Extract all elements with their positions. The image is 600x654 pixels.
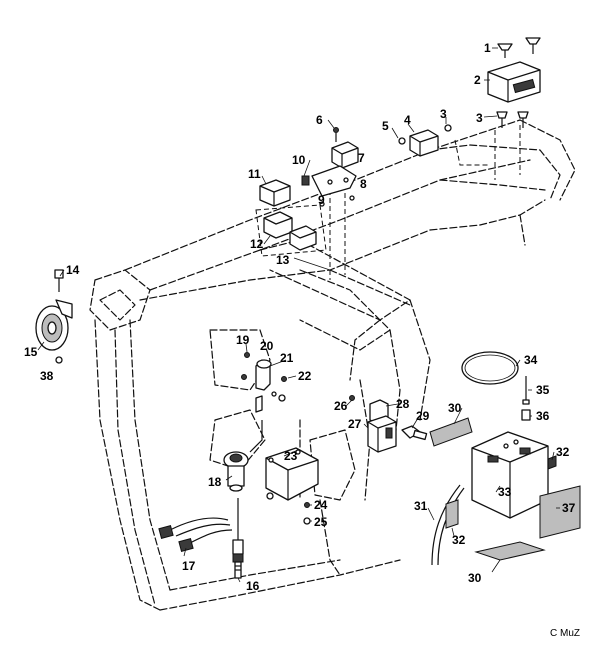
screw-part-1 bbox=[497, 37, 541, 58]
connector-part-17 bbox=[158, 517, 233, 552]
horn-part-15 bbox=[35, 299, 73, 351]
callout-24: 24 bbox=[314, 498, 328, 512]
vent-hose-part-31 bbox=[431, 484, 465, 566]
screw-part-14 bbox=[54, 269, 64, 292]
callout-10: 10 bbox=[292, 153, 306, 167]
callout-29: 29 bbox=[416, 409, 430, 423]
callout-36: 36 bbox=[536, 409, 550, 423]
relay-part-4 bbox=[409, 129, 439, 157]
screw-part-5 bbox=[398, 137, 406, 145]
callout-17: 17 bbox=[182, 559, 196, 573]
callout-15: 15 bbox=[24, 345, 38, 359]
screw-part-24 bbox=[303, 502, 311, 525]
callout-7: 7 bbox=[358, 151, 365, 165]
rubber-band-part-34 bbox=[461, 351, 519, 385]
callout-3: 3 bbox=[476, 111, 483, 125]
leader-lines bbox=[37, 47, 560, 583]
flasher-part-7 bbox=[331, 141, 359, 169]
callout-1: 1 bbox=[484, 41, 491, 55]
motorcycle-frame bbox=[89, 119, 576, 611]
cdi-unit-part-23 bbox=[265, 447, 319, 501]
callout-26: 26 bbox=[334, 399, 348, 413]
callout-9: 9 bbox=[318, 193, 325, 207]
callout-32: 32 bbox=[556, 445, 570, 459]
callout-8: 8 bbox=[360, 177, 367, 191]
callout-3: 3 bbox=[440, 107, 447, 121]
bracket-part-8 bbox=[311, 165, 357, 207]
callout-32: 32 bbox=[452, 533, 466, 547]
callout-28: 28 bbox=[396, 397, 410, 411]
regulator-part-2 bbox=[487, 61, 541, 103]
fuse-part-29 bbox=[401, 425, 428, 441]
callout-4: 4 bbox=[404, 113, 411, 127]
nut-part-38 bbox=[55, 356, 63, 364]
callout-31: 31 bbox=[414, 499, 428, 513]
ignition-switch-part-18 bbox=[223, 420, 263, 492]
rubber-part-10 bbox=[301, 175, 310, 186]
callout-6: 6 bbox=[316, 113, 323, 127]
callout-38: 38 bbox=[40, 369, 54, 383]
ignition-coil-part-20 bbox=[241, 352, 287, 413]
callout-21: 21 bbox=[280, 351, 294, 365]
screw-part-3 bbox=[444, 111, 529, 132]
callout-12: 12 bbox=[250, 237, 264, 251]
relay-part-11 bbox=[259, 179, 291, 207]
copyright-mark: C MuZ bbox=[550, 628, 580, 639]
callout-25: 25 bbox=[314, 515, 328, 529]
relay-set-part-12 bbox=[255, 204, 327, 257]
callout-37: 37 bbox=[562, 501, 576, 515]
sensor-part-16 bbox=[232, 498, 244, 579]
callout-11: 11 bbox=[248, 167, 261, 181]
callout-23: 23 bbox=[284, 449, 298, 463]
starter-relay-part-27 bbox=[349, 395, 397, 453]
callout-19: 19 bbox=[236, 333, 250, 347]
callout-13: 13 bbox=[276, 253, 290, 267]
callout-16: 16 bbox=[246, 579, 260, 593]
callout-2: 2 bbox=[474, 73, 481, 87]
screw-part-6 bbox=[333, 127, 339, 142]
callout-20: 20 bbox=[260, 339, 274, 353]
battery-pad-part-30 bbox=[429, 417, 546, 561]
callout-34: 34 bbox=[524, 353, 538, 367]
battery-cover-part-37 bbox=[539, 485, 581, 539]
callout-labels: 1 2 3 3 4 5 6 7 8 9 10 11 12 13 14 15 16… bbox=[24, 41, 576, 593]
callout-22: 22 bbox=[298, 369, 312, 383]
callout-33: 33 bbox=[498, 485, 512, 499]
callout-18: 18 bbox=[208, 475, 222, 489]
callout-5: 5 bbox=[382, 119, 389, 133]
callout-14: 14 bbox=[66, 263, 80, 277]
callout-30: 30 bbox=[448, 401, 462, 415]
callout-30: 30 bbox=[468, 571, 482, 585]
battery-part-33 bbox=[471, 431, 549, 519]
callout-27: 27 bbox=[348, 417, 362, 431]
bolt-part-35 bbox=[521, 376, 531, 421]
callout-35: 35 bbox=[536, 383, 550, 397]
